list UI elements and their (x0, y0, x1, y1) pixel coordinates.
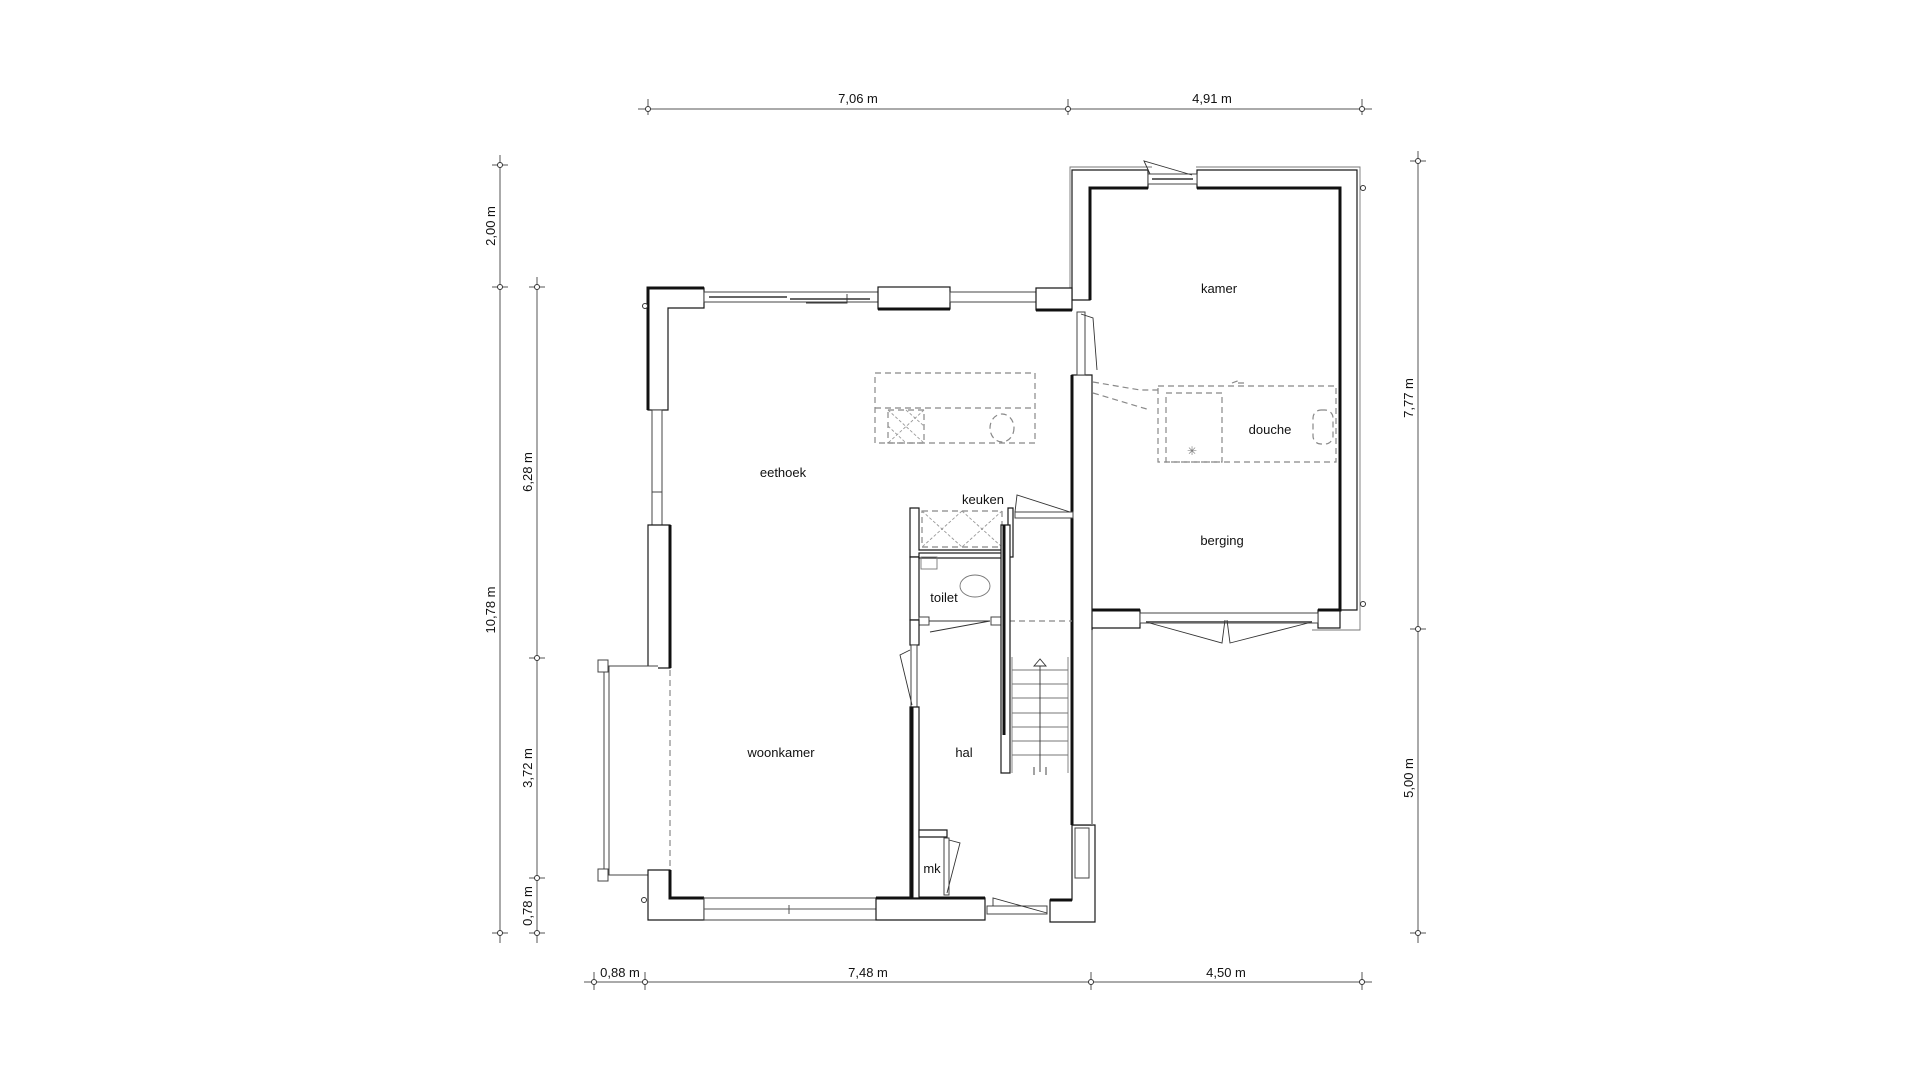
dimension-left-outer: 2,00 m 10,78 m (483, 155, 508, 943)
dimension-top: 7,06 m 4,91 m (638, 91, 1372, 115)
dim-bottom-3: 4,50 m (1206, 965, 1246, 980)
dim-right-2: 5,00 m (1401, 758, 1416, 798)
douche-fixtures: ✳ (1092, 379, 1337, 463)
room-label-woonkamer: woonkamer (746, 745, 815, 760)
dim-left-inner-2: 3,72 m (520, 748, 535, 788)
dim-left-outer-1: 2,00 m (483, 206, 498, 246)
room-label-hal: hal (955, 745, 972, 760)
dim-bottom-1: 0,88 m (600, 965, 640, 980)
drain-icon: ✳ (1187, 444, 1197, 458)
room-label-douche: douche (1249, 422, 1292, 437)
main-walls (597, 286, 1098, 923)
room-label-eethoek: eethoek (760, 465, 807, 480)
dim-left-inner-3: 0,78 m (520, 886, 535, 926)
dim-right-1: 7,77 m (1401, 378, 1416, 418)
dim-top-2: 4,91 m (1192, 91, 1232, 106)
room-label-toilet: toilet (930, 590, 958, 605)
dim-left-inner-1: 6,28 m (520, 452, 535, 492)
dimension-left-inner: 6,28 m 3,72 m 0,78 m (520, 277, 545, 943)
dim-top-1: 7,06 m (838, 91, 878, 106)
dim-bottom-2: 7,48 m (848, 965, 888, 980)
stair-direction-arrow-icon (1033, 658, 1047, 667)
room-label-berging: berging (1200, 533, 1243, 548)
annex-walls (1069, 160, 1366, 644)
room-labels: kamer douche berging eethoek keuken toil… (746, 281, 1291, 876)
dim-left-outer-2: 10,78 m (483, 587, 498, 634)
room-label-kamer: kamer (1201, 281, 1238, 296)
room-label-keuken: keuken (962, 492, 1004, 507)
stairs (1011, 657, 1069, 775)
dimension-bottom: 0,88 m 7,48 m 4,50 m (584, 965, 1372, 990)
kitchen-fixtures (874, 372, 1036, 548)
dimension-right: 7,77 m 5,00 m (1401, 151, 1426, 943)
interior-walls (899, 507, 1072, 899)
room-label-mk: mk (923, 861, 941, 876)
